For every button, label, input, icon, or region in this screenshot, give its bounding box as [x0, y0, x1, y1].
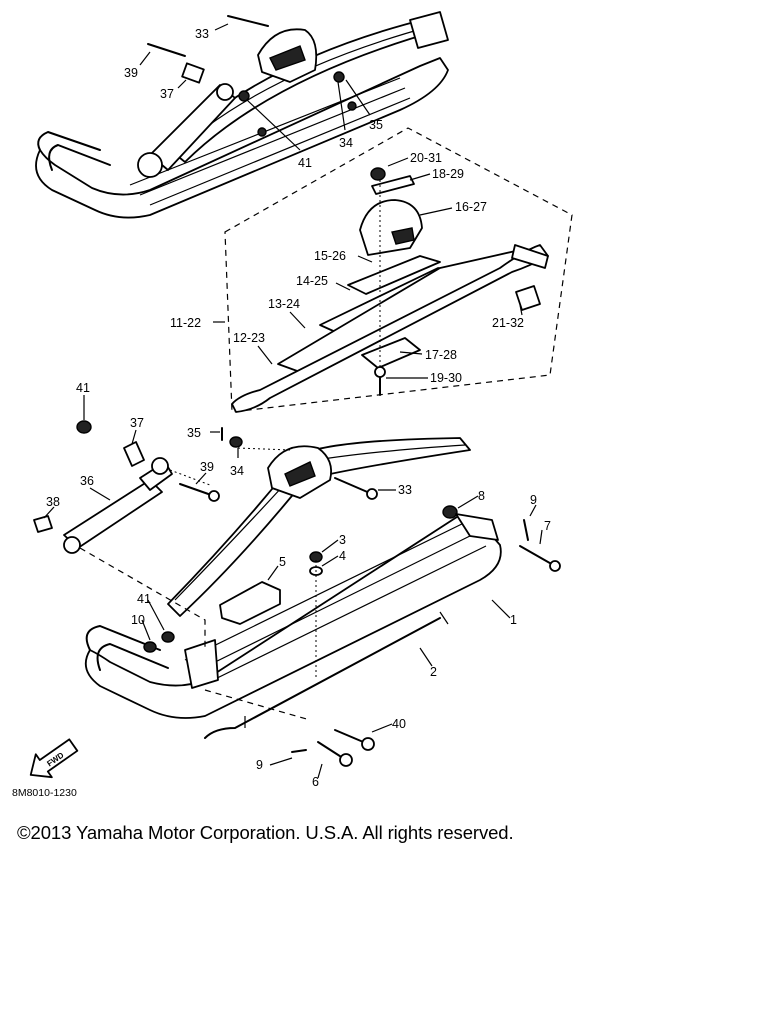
callout-34-top: 34 [339, 136, 353, 150]
callout-1: 1 [510, 613, 517, 627]
exploded-parts-diagram: FWD 33 39 37 41 34 35 20-31 18-29 16-27 … [12, 11, 573, 799]
callout-41-top: 41 [298, 156, 312, 170]
callout-35: 35 [187, 426, 201, 440]
callout-14-25: 14-25 [296, 274, 328, 288]
callout-3: 3 [339, 533, 346, 547]
callout-34: 34 [230, 464, 244, 478]
callout-7: 7 [544, 519, 551, 533]
lower-leader-lines [43, 395, 543, 779]
callout-41: 41 [76, 381, 90, 395]
callout-2: 2 [430, 665, 437, 679]
spring-group-outline [224, 127, 573, 413]
callout-35-top: 35 [369, 118, 383, 132]
callout-17-28: 17-28 [425, 348, 457, 362]
callout-33: 33 [398, 483, 412, 497]
callout-12-23: 12-23 [233, 331, 265, 345]
callout-4: 4 [339, 549, 346, 563]
callout-40: 40 [392, 717, 406, 731]
callout-39: 39 [200, 460, 214, 474]
figure-code: 8M8010-1230 [12, 787, 77, 799]
callout-13-24: 13-24 [268, 297, 300, 311]
spring-leader-lines [257, 157, 523, 379]
lower-exploded-assembly [33, 420, 561, 767]
callout-11-22: 11-22 [170, 316, 201, 330]
callout-37: 37 [130, 416, 144, 430]
callout-9-low: 9 [256, 758, 263, 772]
callout-5: 5 [279, 555, 286, 569]
top-leader-lines [139, 23, 371, 151]
callout-6: 6 [312, 775, 319, 789]
callout-21-32: 21-32 [492, 316, 524, 330]
callout-18-29: 18-29 [432, 167, 464, 181]
callout-20-31: 20-31 [410, 151, 442, 165]
copyright-notice: ©2013 Yamaha Motor Corporation. U.S.A. A… [17, 822, 514, 843]
callouts: 33 39 37 41 34 35 20-31 18-29 16-27 15-2… [12, 27, 551, 799]
callout-39-top: 39 [124, 66, 138, 80]
assembled-ski-top [35, 11, 449, 219]
callout-15-26: 15-26 [314, 249, 346, 263]
callout-36: 36 [80, 474, 94, 488]
spring-exploded-parts [231, 167, 549, 413]
fwd-arrow: FWD [29, 738, 79, 779]
callout-19-30: 19-30 [430, 371, 462, 385]
callout-8: 8 [478, 489, 485, 503]
callout-16-27: 16-27 [455, 200, 487, 214]
callout-41-low: 41 [137, 592, 151, 606]
callout-37-top: 37 [160, 87, 174, 101]
callout-10: 10 [131, 613, 145, 627]
callout-9-right: 9 [530, 493, 537, 507]
callout-38: 38 [46, 495, 60, 509]
callout-33-top: 33 [195, 27, 209, 41]
